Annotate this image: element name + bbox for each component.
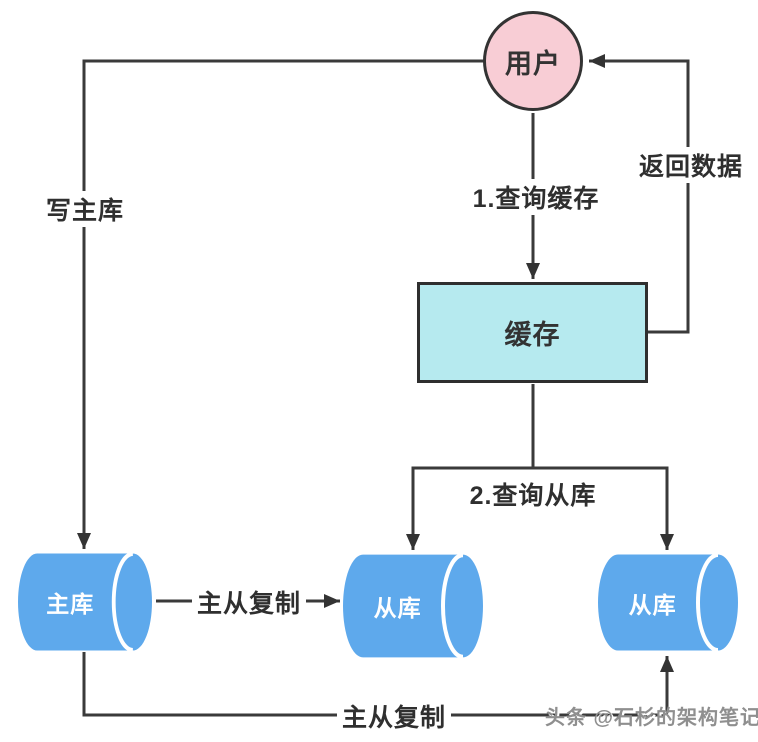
user-node: 用户 — [483, 11, 583, 111]
master-db-node: 主库 — [18, 552, 152, 652]
edge-label-query-slaves: 2.查询从库 — [464, 476, 602, 512]
edge-label-replication-mid: 主从复制 — [191, 584, 307, 620]
slave-db1-node: 从库 — [343, 553, 483, 659]
edge-label-return-data: 返回数据 — [633, 147, 749, 183]
edge-label-write-master: 写主库 — [40, 191, 130, 227]
cache-node: 缓存 — [417, 282, 648, 383]
slave-db2-label: 从库 — [628, 591, 677, 618]
edge-label-replication-bottom: 主从复制 — [336, 698, 452, 734]
watermark-text: 头条 @石杉的架构笔记 — [545, 707, 758, 729]
edge-query-slave2-line — [533, 466, 674, 550]
user-node-label: 用户 — [505, 48, 561, 79]
edge-query-slave1-line — [406, 466, 533, 550]
edge-return-data-line — [589, 54, 690, 334]
slave-db1-label: 从库 — [373, 595, 422, 621]
database-cylinder-icon — [598, 553, 738, 652]
slave-db2-node: 从库 — [598, 553, 738, 652]
master-db-label: 主库 — [46, 591, 95, 617]
cache-node-label: 缓存 — [504, 320, 561, 350]
edge-label-query-cache: 1.查询缓存 — [467, 179, 605, 215]
edge-write-master-line — [77, 59, 484, 549]
database-cylinder-icon — [343, 553, 483, 659]
database-cylinder-icon — [18, 552, 152, 652]
